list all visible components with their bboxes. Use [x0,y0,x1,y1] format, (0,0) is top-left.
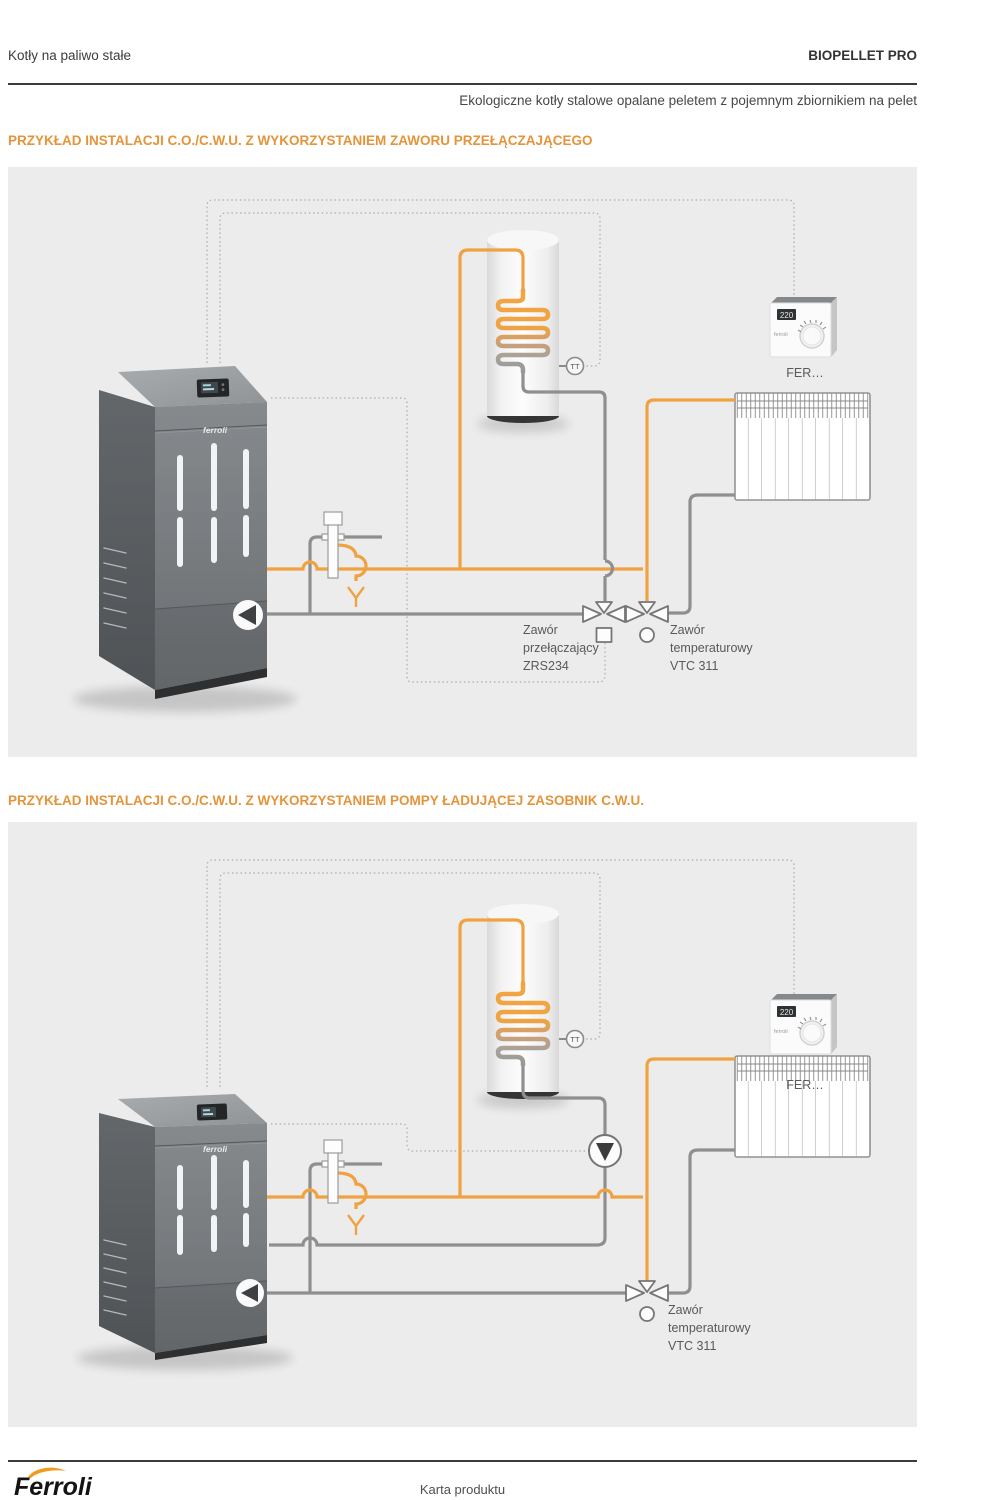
boiler-logo: ferroli [203,425,228,435]
pellet-boiler-2: ferroli [77,1094,293,1370]
boiler-side-vents [103,547,127,629]
switching-valve-label-1: Zawór [523,623,558,637]
tank-coil [495,287,551,375]
safety-valve-group-2 [321,1139,345,1204]
footer-rule [8,1460,917,1462]
radiator [734,392,871,501]
boiler-logo-2: ferroli [203,1144,228,1154]
temp-valve-label-3: VTC 311 [670,659,718,673]
pipe-crossing-hop [604,559,615,578]
diagram1-control-wiring [206,199,795,683]
loading-pump [588,1134,622,1168]
boiler-door-slots [177,443,249,567]
room-thermostat-2: 220 ferroli FER… [769,994,837,1092]
diagram1-return-pipes [262,372,735,616]
thermostat-label-2: FER… [786,1078,824,1092]
section-title-1: PRZYKŁAD INSTALACJI C.O./C.W.U. Z WYKORZ… [8,133,593,148]
boiler-display-2 [196,1103,228,1121]
diagram2-return-pipes [266,1065,735,1295]
temperature-valve [625,601,669,643]
temp-valve-label-2: temperaturowy [670,641,753,655]
boiler-side-vents-2 [103,1239,127,1316]
switching-valve-label-3: ZRS234 [523,659,569,673]
section-title-2: PRZYKŁAD INSTALACJI C.O./C.W.U. Z WYKORZ… [8,793,645,808]
temp-valve-2-label-3: VTC 311 [668,1339,716,1353]
switching-valve-label-2: przełączający [523,641,599,655]
temp-valve-label-1: Zawór [670,623,705,637]
diagram2-control-wiring [206,859,795,1152]
footer-doc-type: Karta produktu [419,1482,506,1497]
header-category: Kotły na paliwo stałe [8,48,132,63]
temperature-valve-2 [625,1280,669,1322]
thermostat-dial-ticks-2 [797,1016,827,1030]
sensor-label: TT [570,362,580,371]
switching-valve [582,601,626,643]
tank-coil-2 [495,980,551,1068]
thermostat-display-2: 220 [780,1008,794,1017]
thermostat-brand-2: ferroli [774,1029,788,1035]
temp-valve-2-label-1: Zawór [668,1303,703,1317]
tank-temperature-sensor-2: TT [559,1029,585,1049]
thermostat-dial-ticks [797,319,827,333]
boiler-display [196,378,230,398]
thermostat-label: FER… [786,366,824,380]
temp-valve-2-label-2: temperaturowy [668,1321,751,1335]
installation-diagram-switching-valve: TT 220 ferroli FER… [8,167,917,757]
boiler-door-slots-2 [177,1155,249,1255]
header-rule [8,83,917,85]
diagram2-supply-pipes [262,918,735,1281]
ferroli-logo-text: Ferroli [14,1473,93,1500]
radiator-2 [734,1055,871,1158]
diagram1-labels: Zawór przełączający ZRS234 Zawór tempera… [523,623,753,673]
thermostat-brand: ferroli [774,332,788,338]
tank-temperature-sensor: TT [559,356,585,376]
pellet-boiler: ferroli [73,366,297,712]
diagram1-supply-pipes [262,248,735,607]
ferroli-logo-swoosh [28,1467,66,1478]
header-product-name: BIOPELLET PRO [808,48,917,63]
installation-diagram-loading-pump: TT 220 ferroli FER… [8,822,917,1427]
boiler-pump-icon [233,600,263,630]
boiler-pump-icon-2 [236,1279,264,1307]
ferroli-logo: Ferroli [14,1467,93,1500]
diagram2-labels: Zawór temperaturowy VTC 311 [668,1303,751,1353]
header-subtitle: Ekologiczne kotły stalowe opalane pelete… [459,93,917,108]
room-thermostat: 220 ferroli FER… [769,297,837,380]
safety-valve-group [321,511,345,579]
thermostat-display: 220 [780,311,794,320]
sensor-label-2: TT [570,1035,580,1044]
